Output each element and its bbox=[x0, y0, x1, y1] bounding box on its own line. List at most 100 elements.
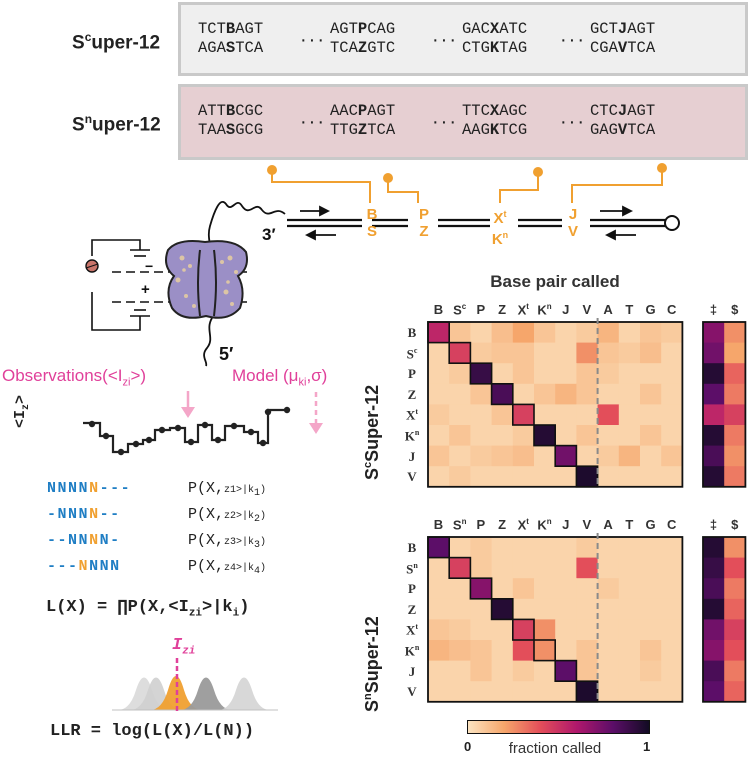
heatmap-cell bbox=[449, 466, 471, 488]
ellipsis: ··· bbox=[300, 29, 326, 51]
sequence-panel bbox=[178, 2, 748, 76]
heatmap-cell bbox=[428, 681, 450, 703]
heatmap-cell bbox=[428, 557, 450, 579]
extra-cell bbox=[724, 322, 746, 344]
three-prime-label: 3′ bbox=[262, 225, 276, 244]
heatmap-cell bbox=[428, 445, 450, 467]
sequence-fragment: CTCJAGT GAGVTCA bbox=[590, 102, 656, 139]
extra-cell bbox=[724, 445, 746, 467]
heatmap-cell bbox=[428, 578, 450, 600]
heatmap-cell bbox=[534, 342, 556, 364]
heatmap-cell bbox=[640, 383, 662, 405]
ellipsis: ··· bbox=[300, 111, 326, 133]
ellipsis: ··· bbox=[560, 29, 586, 51]
heatmap-cell bbox=[597, 681, 620, 703]
heatmap-cell bbox=[428, 640, 450, 662]
extra-border bbox=[702, 536, 747, 703]
sequence-panel-label: Snuper-12 bbox=[72, 112, 161, 136]
heatmap-cell bbox=[555, 404, 577, 426]
connector-dot bbox=[533, 167, 543, 177]
heatmap-cell bbox=[534, 537, 556, 559]
row-label: V bbox=[407, 684, 417, 700]
heatmap-cell bbox=[491, 383, 514, 405]
ellipsis: ··· bbox=[432, 29, 458, 51]
model-arrow bbox=[309, 392, 323, 434]
heatmap-cell bbox=[534, 445, 556, 467]
heatmap-cell bbox=[661, 425, 683, 447]
heatmap-cell bbox=[640, 557, 662, 579]
extra-cell bbox=[703, 445, 725, 467]
ellipsis: ··· bbox=[560, 111, 586, 133]
row-label: Sc bbox=[406, 345, 418, 361]
sequence-panel-label: Scuper-12 bbox=[72, 30, 161, 54]
diagonal-outline bbox=[469, 577, 493, 600]
column-label: P bbox=[476, 517, 486, 532]
heatmap-cell bbox=[618, 557, 641, 579]
heatmap-cell bbox=[428, 322, 450, 344]
column-label: Kn bbox=[537, 302, 552, 318]
heatmap-cell bbox=[576, 598, 599, 620]
heatmap-cell bbox=[555, 425, 577, 447]
heatmap-cell bbox=[470, 466, 493, 488]
heatmap-cell bbox=[576, 404, 599, 426]
heatmap-cell bbox=[597, 598, 620, 620]
extra-cell bbox=[703, 383, 725, 405]
connector-dot bbox=[657, 163, 667, 173]
heatmap-cell bbox=[512, 537, 535, 559]
heatmap-cell bbox=[470, 445, 493, 467]
column-label: V bbox=[582, 302, 592, 317]
heatmap-cell bbox=[449, 322, 471, 344]
heatmap-cell bbox=[576, 660, 599, 682]
column-label: Xt bbox=[517, 302, 529, 318]
column-label: G bbox=[645, 517, 656, 532]
extra-cell bbox=[703, 425, 725, 447]
heatmap-cell bbox=[512, 445, 535, 467]
heatmap-cell bbox=[597, 404, 620, 426]
heatmap-cell bbox=[661, 404, 683, 426]
heatmap-cell bbox=[661, 322, 683, 344]
heatmap-cell bbox=[661, 557, 683, 579]
heatmap-cell bbox=[640, 466, 662, 488]
heatmap-cell bbox=[470, 619, 493, 641]
heatmap-cell bbox=[576, 383, 599, 405]
row-label: Z bbox=[407, 601, 417, 617]
row-label: P bbox=[408, 366, 416, 382]
heatmap-cell bbox=[470, 598, 493, 620]
likelihood-equation: L(X) = ∏P(X,<Izi>|ki) bbox=[46, 598, 250, 620]
row-label: Kn bbox=[404, 643, 420, 659]
heatmap-cell bbox=[555, 578, 577, 600]
extra-cell bbox=[703, 660, 725, 682]
heatmap-cell bbox=[555, 322, 577, 344]
heatmap-cell bbox=[534, 466, 556, 488]
heatmap-cell bbox=[534, 363, 556, 385]
extra-cell bbox=[703, 598, 725, 620]
heatmap-cell bbox=[512, 425, 535, 447]
sequence-fragment: TCTBAGT AGASTCA bbox=[198, 20, 264, 57]
window-pattern: ---NNNN bbox=[47, 558, 121, 575]
heatmap-cell bbox=[470, 537, 493, 559]
heatmap-cell bbox=[470, 640, 493, 662]
row-label: V bbox=[407, 469, 417, 485]
heatmap-cell bbox=[661, 537, 683, 559]
observation-arrow bbox=[181, 391, 195, 418]
heatmap-cell bbox=[618, 537, 641, 559]
sequence-fragment: TTCXAGC AAGKTCG bbox=[462, 102, 528, 139]
model-label: Model (μki,σ) bbox=[232, 366, 328, 389]
heatmap-cell bbox=[661, 445, 683, 467]
heatmap-cell bbox=[491, 598, 514, 620]
heatmap-cell bbox=[576, 322, 599, 344]
extra-column-label: ‡ bbox=[709, 517, 718, 532]
column-label: Xt bbox=[517, 517, 529, 533]
diagonal-outline bbox=[511, 618, 535, 641]
heatmap-cell bbox=[597, 557, 620, 579]
row-label: Z bbox=[407, 386, 417, 402]
heatmap-cell bbox=[555, 363, 577, 385]
column-label: G bbox=[645, 302, 656, 317]
heatmap-cell bbox=[470, 363, 493, 385]
heatmap-cell bbox=[534, 640, 556, 662]
heatmap-cell bbox=[661, 598, 683, 620]
window-probability: P(X,z4>|k4) bbox=[188, 558, 267, 577]
column-label: Sc bbox=[453, 302, 467, 318]
